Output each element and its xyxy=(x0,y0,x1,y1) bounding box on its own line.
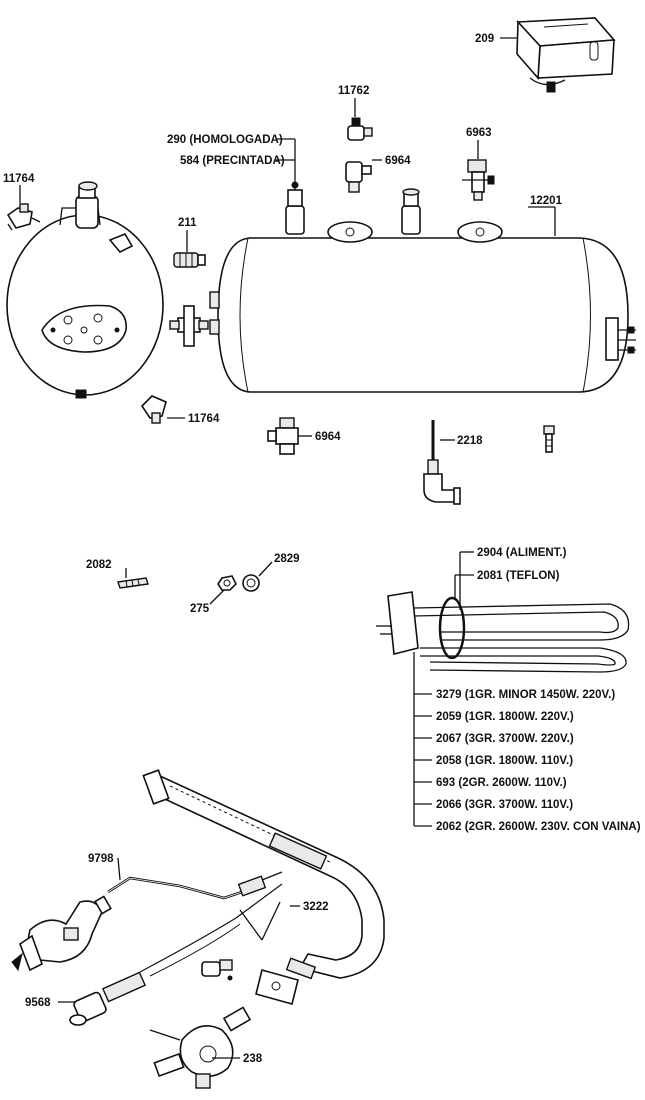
label-2067: 2067 (3GR. 3700W. 220V.) xyxy=(436,733,574,745)
plug xyxy=(543,425,555,453)
label-11764-bottom: 11764 xyxy=(188,413,220,425)
thermocouple-9568 xyxy=(69,971,147,1026)
label-584: 584 (PRECINTADA) xyxy=(180,155,285,167)
label-3279: 3279 (1GR. MINOR 1450W. 220V.) xyxy=(436,689,615,701)
label-238: 238 xyxy=(243,1053,263,1065)
fitting-6964-bottom xyxy=(267,417,299,455)
cross-fitting xyxy=(169,305,209,347)
label-693: 693 (2GR. 2600W. 110V.) xyxy=(436,777,567,789)
burner-bracket xyxy=(255,957,317,1005)
label-9798: 9798 xyxy=(88,853,114,865)
nut-275-washer-2829 xyxy=(217,574,260,592)
tank-end-view xyxy=(6,181,164,399)
small-fitting xyxy=(201,959,233,981)
pilot-assembly xyxy=(237,871,283,897)
sensor-2218 xyxy=(423,420,461,505)
burner-tube xyxy=(142,769,385,979)
valve-238 xyxy=(149,1006,252,1089)
label-2059: 2059 (1GR. 1800W. 220V.) xyxy=(436,711,574,723)
fitting-6963 xyxy=(462,159,495,201)
label-2066: 2066 (3GR. 3700W. 110V.) xyxy=(436,799,573,811)
main-tank-12201 xyxy=(209,178,636,393)
label-3222: 3222 xyxy=(303,901,329,913)
label-2904: 2904 (ALIMENT.) xyxy=(477,547,567,559)
label-2218: 2218 xyxy=(457,435,483,447)
valve-11764-top xyxy=(6,203,41,231)
elbow-11762 xyxy=(347,117,373,141)
label-275: 275 xyxy=(190,603,210,615)
fitting-6964-top xyxy=(345,161,372,193)
fitting-211 xyxy=(173,252,206,268)
label-12201: 12201 xyxy=(530,195,563,207)
label-6964-top: 6964 xyxy=(385,155,411,167)
label-2082: 2082 xyxy=(86,559,112,571)
label-211: 211 xyxy=(178,217,197,229)
stud-2082 xyxy=(117,577,149,589)
pressure-switch-209 xyxy=(516,17,616,93)
label-209: 209 xyxy=(475,33,494,45)
label-2829: 2829 xyxy=(274,553,300,565)
heating-element xyxy=(376,591,630,673)
label-2058: 2058 (1GR. 1800W. 110V.) xyxy=(436,755,573,767)
label-11762: 11762 xyxy=(338,85,369,97)
label-6964-bottom: 6964 xyxy=(315,431,341,443)
label-2062: 2062 (2GR. 2600W. 230V. CON VAINA) xyxy=(436,821,641,833)
gas-valve xyxy=(11,895,112,972)
label-11764-top: 11764 xyxy=(3,173,35,185)
label-2081: 2081 (TEFLON) xyxy=(477,570,560,582)
label-290: 290 (HOMOLOGADA) xyxy=(167,134,283,146)
label-9568: 9568 xyxy=(25,997,51,1009)
label-6963: 6963 xyxy=(466,127,492,139)
valve-11764-bottom xyxy=(140,395,167,424)
